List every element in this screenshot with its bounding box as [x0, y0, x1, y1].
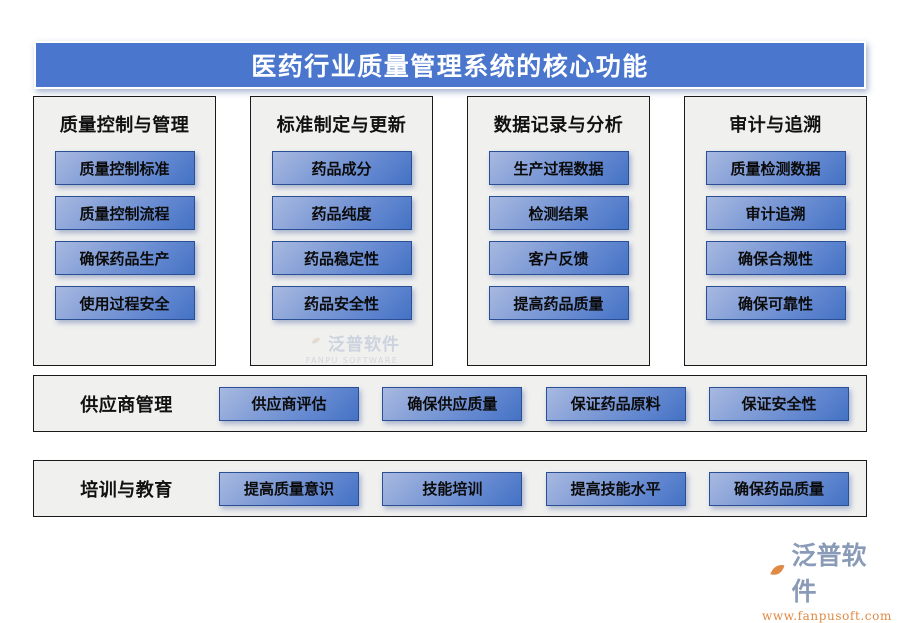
- column-panel-quality-control: 质量控制与管理 质量控制标准 质量控制流程 确保药品生产 使用过程安全: [33, 96, 216, 366]
- column-panel-group: 质量控制与管理 质量控制标准 质量控制流程 确保药品生产 使用过程安全 标准制定…: [33, 96, 867, 366]
- row-button-group: 供应商评估 确保供应质量 保证药品原料 保证安全性: [219, 386, 866, 421]
- column-panel-standards: 标准制定与更新 药品成分 药品纯度 药品稳定性 药品安全性: [250, 96, 433, 366]
- row-button-group: 提高质量意识 技能培训 提高技能水平 确保药品质量: [219, 471, 866, 506]
- column-title: 质量控制与管理: [59, 115, 190, 136]
- node-button[interactable]: 保证药品原料: [545, 386, 686, 421]
- node-button[interactable]: 确保药品生产: [54, 241, 195, 275]
- node-button[interactable]: 检测结果: [488, 196, 629, 230]
- node-button[interactable]: 保证安全性: [708, 386, 849, 421]
- brand-name: 泛普软件: [791, 541, 867, 606]
- node-button[interactable]: 提高技能水平: [545, 471, 686, 506]
- wide-row-training-education: 培训与教育 提高质量意识 技能培训 提高技能水平 确保药品质量: [33, 460, 867, 517]
- node-button[interactable]: 使用过程安全: [54, 286, 195, 320]
- page-title: 医药行业质量管理系统的核心功能: [251, 52, 649, 81]
- brand-logo-row: 泛普软件: [760, 536, 890, 608]
- brand-url: www.fanpusoft.com: [762, 609, 892, 623]
- node-button[interactable]: 确保合规性: [705, 241, 846, 275]
- node-button[interactable]: 药品稳定性: [271, 241, 412, 275]
- wide-row-supplier-management: 供应商管理 供应商评估 确保供应质量 保证药品原料 保证安全性: [33, 375, 867, 432]
- row-label: 供应商管理: [80, 394, 173, 416]
- node-button[interactable]: 药品纯度: [271, 196, 412, 230]
- node-button[interactable]: 技能培训: [382, 471, 523, 506]
- node-button[interactable]: 质量控制标准: [54, 151, 195, 185]
- column-panel-data-analysis: 数据记录与分析 生产过程数据 检测结果 客户反馈 提高药品质量: [467, 96, 650, 366]
- column-panel-audit-trace: 审计与追溯 质量检测数据 审计追溯 确保合规性 确保可靠性: [684, 96, 867, 366]
- diagram-canvas: 医药行业质量管理系统的核心功能 质量控制与管理 质量控制标准 质量控制流程 确保…: [33, 41, 891, 623]
- node-button[interactable]: 确保供应质量: [382, 386, 523, 421]
- node-button[interactable]: 提高药品质量: [488, 286, 629, 320]
- diagram-title-bar: 医药行业质量管理系统的核心功能: [34, 41, 866, 89]
- node-button[interactable]: 质量控制流程: [54, 196, 195, 230]
- column-title: 数据记录与分析: [493, 115, 624, 136]
- node-button[interactable]: 确保可靠性: [705, 286, 846, 320]
- fanpu-logo-icon: [761, 558, 785, 586]
- node-button[interactable]: 质量检测数据: [705, 151, 846, 185]
- node-button[interactable]: 供应商评估: [219, 386, 359, 421]
- brand-logo: 泛普软件 www.fanpusoft.com: [760, 536, 891, 623]
- node-button[interactable]: 提高质量意识: [219, 471, 359, 506]
- node-button[interactable]: 审计追溯: [705, 196, 846, 230]
- node-button[interactable]: 药品成分: [271, 151, 412, 185]
- node-button[interactable]: 客户反馈: [488, 241, 629, 275]
- column-title: 审计与追溯: [729, 115, 822, 136]
- node-button[interactable]: 生产过程数据: [488, 151, 629, 185]
- column-title: 标准制定与更新: [276, 115, 407, 136]
- node-button[interactable]: 药品安全性: [271, 286, 412, 320]
- row-label: 培训与教育: [80, 479, 173, 501]
- node-button[interactable]: 确保药品质量: [708, 471, 849, 506]
